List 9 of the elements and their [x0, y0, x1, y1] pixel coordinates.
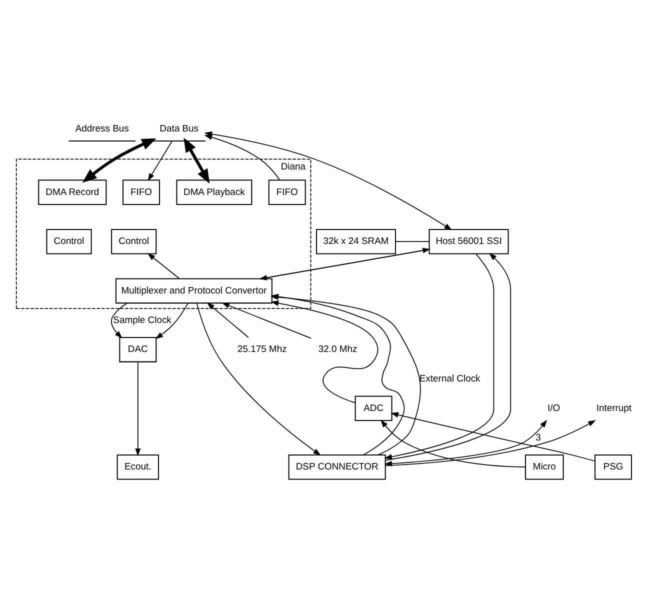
edge-label: Sample Clock — [113, 314, 172, 326]
node-text: Address Bus — [75, 123, 129, 134]
edge-label: 3 — [536, 432, 541, 444]
node-text: I/O — [548, 402, 560, 414]
node-text: 25.175 Mhz — [237, 344, 287, 356]
edge-label: External Clock — [419, 374, 480, 385]
node-text: Interrupt — [596, 402, 632, 414]
node-text: Data Bus — [160, 123, 199, 134]
node-text: 32.0 Mhz — [318, 344, 358, 356]
